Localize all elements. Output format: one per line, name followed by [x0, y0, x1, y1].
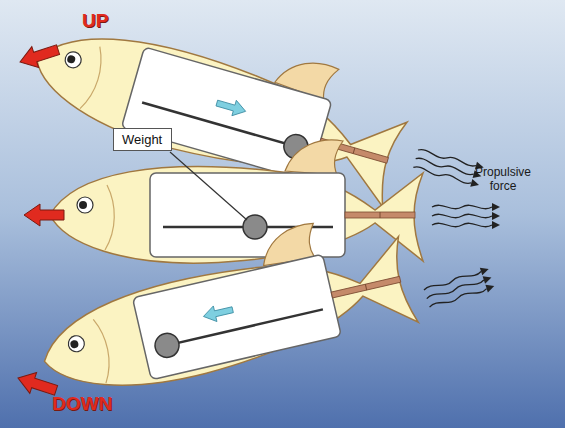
- direction-label: UP: [82, 10, 108, 32]
- force-label: Propulsive force: [468, 166, 538, 194]
- direction-label: DOWN: [52, 393, 112, 415]
- callout-box: Weight: [113, 128, 172, 151]
- callout-text: Weight: [122, 132, 163, 147]
